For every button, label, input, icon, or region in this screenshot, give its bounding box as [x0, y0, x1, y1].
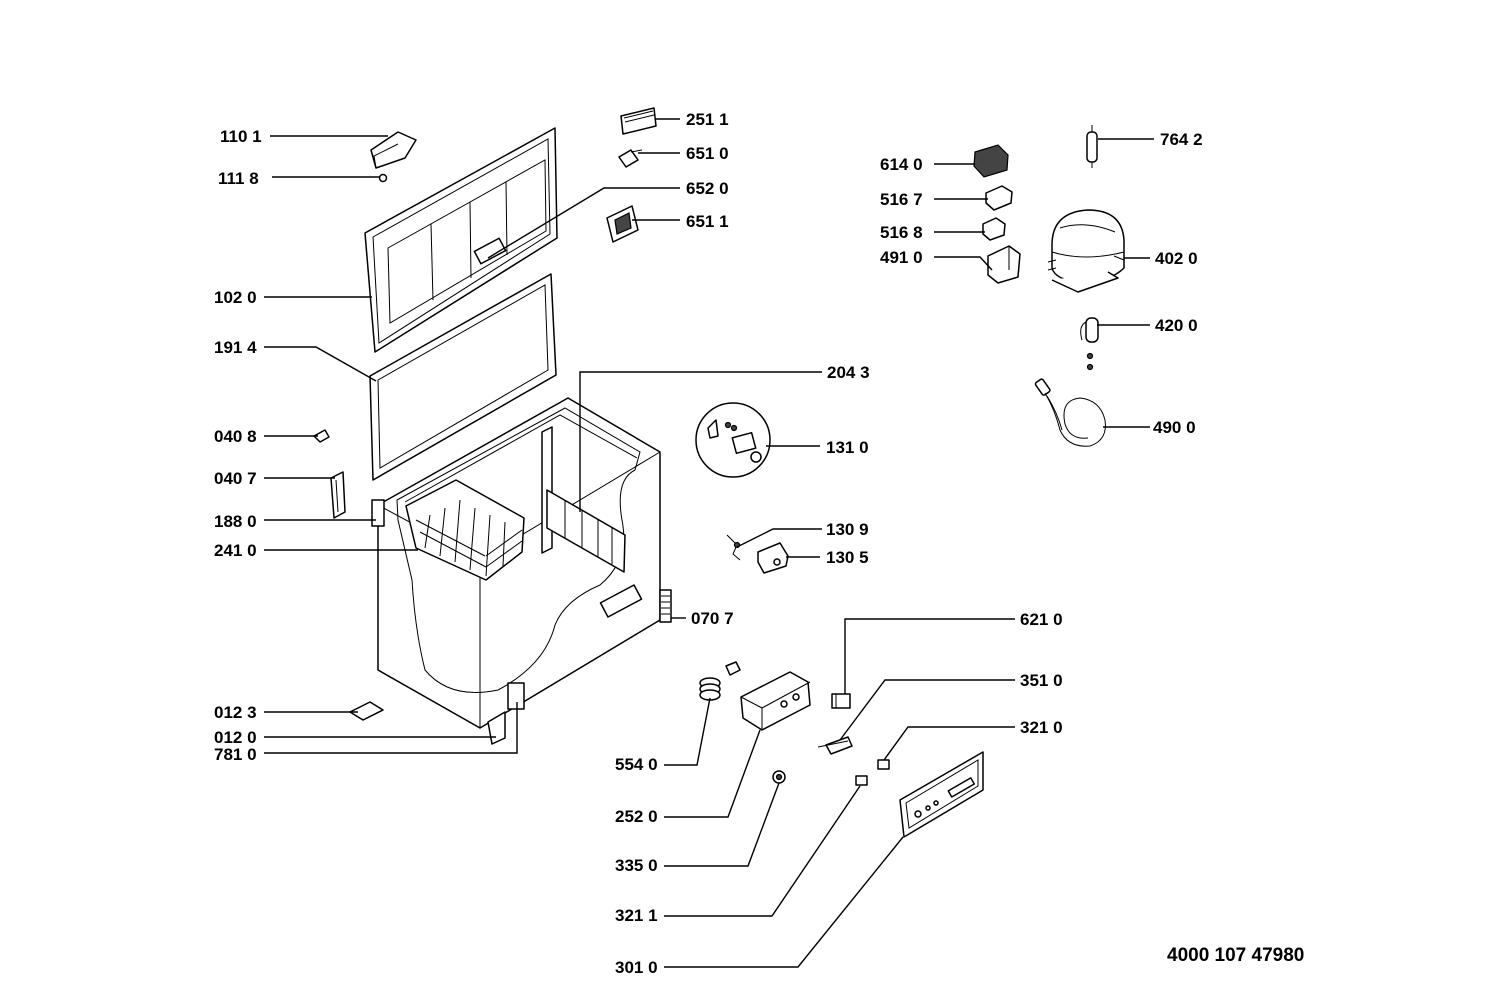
- control-small-parts-drawing: [817, 693, 890, 786]
- label-621-0: 621 0: [1020, 610, 1063, 629]
- label-301-0: 301 0: [615, 958, 658, 977]
- label-191-4: 191 4: [214, 338, 257, 357]
- power-cable-drawing: [1034, 378, 1106, 447]
- label-651-1: 651 1: [686, 212, 729, 231]
- light-detail-drawing: [695, 402, 771, 478]
- control-box-drawing: [740, 671, 811, 731]
- label-241-0: 241 0: [214, 541, 257, 560]
- label-516-8: 516 8: [880, 223, 923, 242]
- gasket-drawing: [369, 273, 557, 481]
- switch-parts-drawing: [726, 534, 789, 574]
- lid-drawing: [364, 127, 558, 353]
- compressor-drawing: [1047, 209, 1125, 293]
- label-335-0: 335 0: [615, 856, 658, 875]
- label-111-8: 111 8: [218, 169, 259, 188]
- label-204-3: 204 3: [827, 363, 870, 382]
- capacitor-drawing: [1080, 317, 1099, 371]
- label-131-0: 131 0: [826, 438, 869, 457]
- label-130-5: 130 5: [826, 548, 869, 567]
- drier-drawing: [1086, 125, 1098, 168]
- label-614-0: 614 0: [880, 155, 923, 174]
- relay-parts-drawing: [973, 144, 1021, 284]
- label-102-0: 102 0: [214, 288, 257, 307]
- label-321-0: 321 0: [1020, 718, 1063, 737]
- hinge-drawing: [349, 682, 525, 745]
- label-130-9: 130 9: [826, 520, 869, 539]
- left-small-parts-drawing: [313, 429, 385, 527]
- spring-drawing: [699, 661, 741, 701]
- label-012-3: 012 3: [214, 703, 257, 722]
- label-040-7: 040 7: [214, 469, 257, 488]
- label-420-0: 420 0: [1155, 316, 1198, 335]
- label-251-1: 251 1: [686, 110, 729, 129]
- label-764-2: 764 2: [1160, 130, 1203, 149]
- label-651-0: 651 0: [686, 144, 729, 163]
- label-070-7: 070 7: [691, 609, 734, 628]
- label-652-0: 652 0: [686, 179, 729, 198]
- part-labels: 110 1 111 8 102 0 191 4 040 8 040 7 188 …: [214, 110, 1304, 977]
- label-351-0: 351 0: [1020, 671, 1063, 690]
- label-781-0: 781 0: [214, 745, 257, 764]
- label-012-0: 012 0: [214, 728, 257, 747]
- label-491-0: 491 0: [880, 248, 923, 267]
- document-number: 4000 107 47980: [1167, 945, 1304, 966]
- label-110-1: 110 1: [220, 127, 262, 146]
- divider-drawing: [546, 489, 626, 573]
- label-321-1: 321 1: [615, 906, 658, 925]
- cabinet-drawing: [377, 397, 661, 729]
- label-188-0: 188 0: [214, 512, 257, 531]
- control-panel-drawing: [899, 751, 984, 838]
- label-490-0: 490 0: [1153, 418, 1196, 437]
- label-252-0: 252 0: [615, 807, 658, 826]
- vent-drawing: [659, 589, 672, 623]
- basket-drawing: [405, 479, 525, 581]
- label-516-7: 516 7: [880, 190, 923, 209]
- label-402-0: 402 0: [1155, 249, 1198, 268]
- label-554-0: 554 0: [615, 755, 658, 774]
- handle-drawing: [370, 131, 417, 183]
- label-040-8: 040 8: [214, 427, 257, 446]
- knob-drawing: [772, 770, 786, 784]
- leader-lines: [264, 118, 1154, 968]
- top-center-parts-drawing: [606, 107, 657, 243]
